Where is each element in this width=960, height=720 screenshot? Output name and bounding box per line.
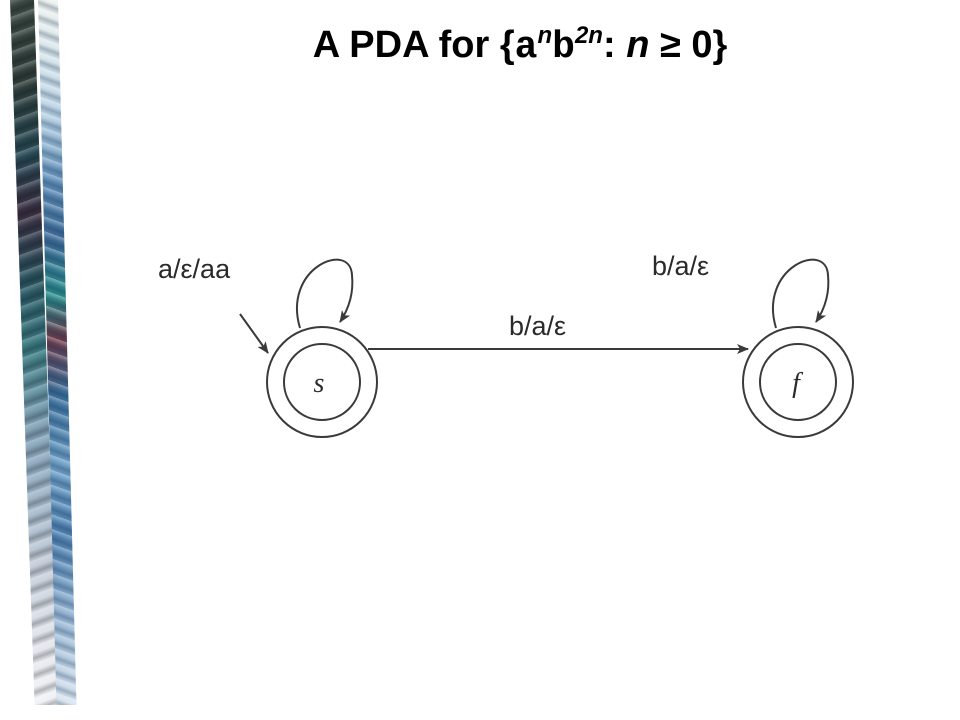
state-f-outer-circle bbox=[742, 326, 854, 438]
title-symbol-a: a bbox=[514, 26, 538, 69]
loop-f-label: b/a/ε bbox=[652, 251, 709, 281]
slide-title: A PDA for {anb2n: n ≥ 0} bbox=[130, 22, 910, 69]
loop-s bbox=[296, 258, 354, 329]
start-arrow bbox=[239, 313, 269, 354]
state-s: s bbox=[266, 326, 378, 438]
state-s-outer-circle bbox=[266, 326, 378, 438]
title-prefix: A PDA for { bbox=[312, 24, 515, 66]
state-f: f bbox=[742, 326, 854, 438]
loop-s-label: a/ε/aa bbox=[158, 254, 231, 284]
state-s-inner-circle bbox=[283, 343, 361, 421]
title-symbol-b: b bbox=[552, 26, 575, 69]
title-condition: ≥ 0} bbox=[649, 24, 728, 66]
loop-f bbox=[772, 258, 830, 329]
title-colon: : bbox=[602, 24, 627, 66]
state-f-inner-circle bbox=[759, 343, 837, 421]
title-variable-n: n bbox=[626, 24, 650, 66]
state-s-label: s bbox=[314, 368, 325, 399]
state-f-label: f bbox=[792, 368, 803, 399]
title-exponent-2n: 2n bbox=[574, 22, 603, 49]
title-exponent-n: n bbox=[537, 22, 553, 49]
transition-s-to-f-label: b/a/ε bbox=[509, 311, 566, 341]
